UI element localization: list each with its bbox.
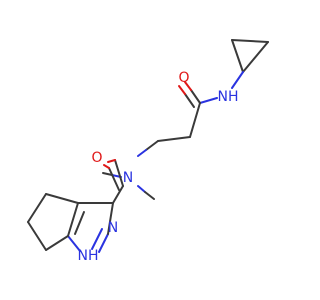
molecule-drawing: O NH O N N NH [27, 39, 269, 264]
atom-label-nh-top: NH [218, 89, 239, 105]
bond [199, 97, 218, 104]
bond [137, 149, 147, 157]
bond [178, 85, 186, 95]
bond [114, 159, 124, 187]
bond [231, 71, 244, 89]
bond [67, 202, 79, 237]
bond [137, 185, 146, 193]
bond [242, 41, 269, 73]
atom-label-n-methyl: N [123, 170, 133, 186]
bond [107, 202, 114, 235]
bond [231, 39, 244, 73]
bond [27, 221, 47, 251]
bond [145, 140, 159, 151]
structure-diagram: O NH O N N NH [27, 39, 269, 264]
atom-label-o-bottom: O [91, 150, 102, 166]
bond [45, 193, 79, 204]
bond [157, 136, 191, 142]
bond [98, 233, 109, 253]
bond [184, 93, 195, 108]
bond [45, 235, 69, 251]
bond [102, 172, 113, 176]
bond [190, 89, 201, 104]
bond [74, 211, 85, 235]
bond [231, 39, 269, 43]
bond [91, 228, 103, 250]
bond [27, 193, 47, 223]
bond [144, 191, 155, 200]
bond [108, 167, 120, 191]
bond [189, 102, 201, 138]
atom-label-nh-pyrazole: NH [78, 248, 99, 264]
atom-label-n-pyrazole: N [108, 220, 118, 236]
bond [103, 164, 110, 169]
bond [107, 159, 116, 163]
bond [67, 235, 81, 252]
bond [184, 81, 192, 91]
atom-label-o-top: O [178, 70, 189, 86]
bond [112, 185, 124, 204]
